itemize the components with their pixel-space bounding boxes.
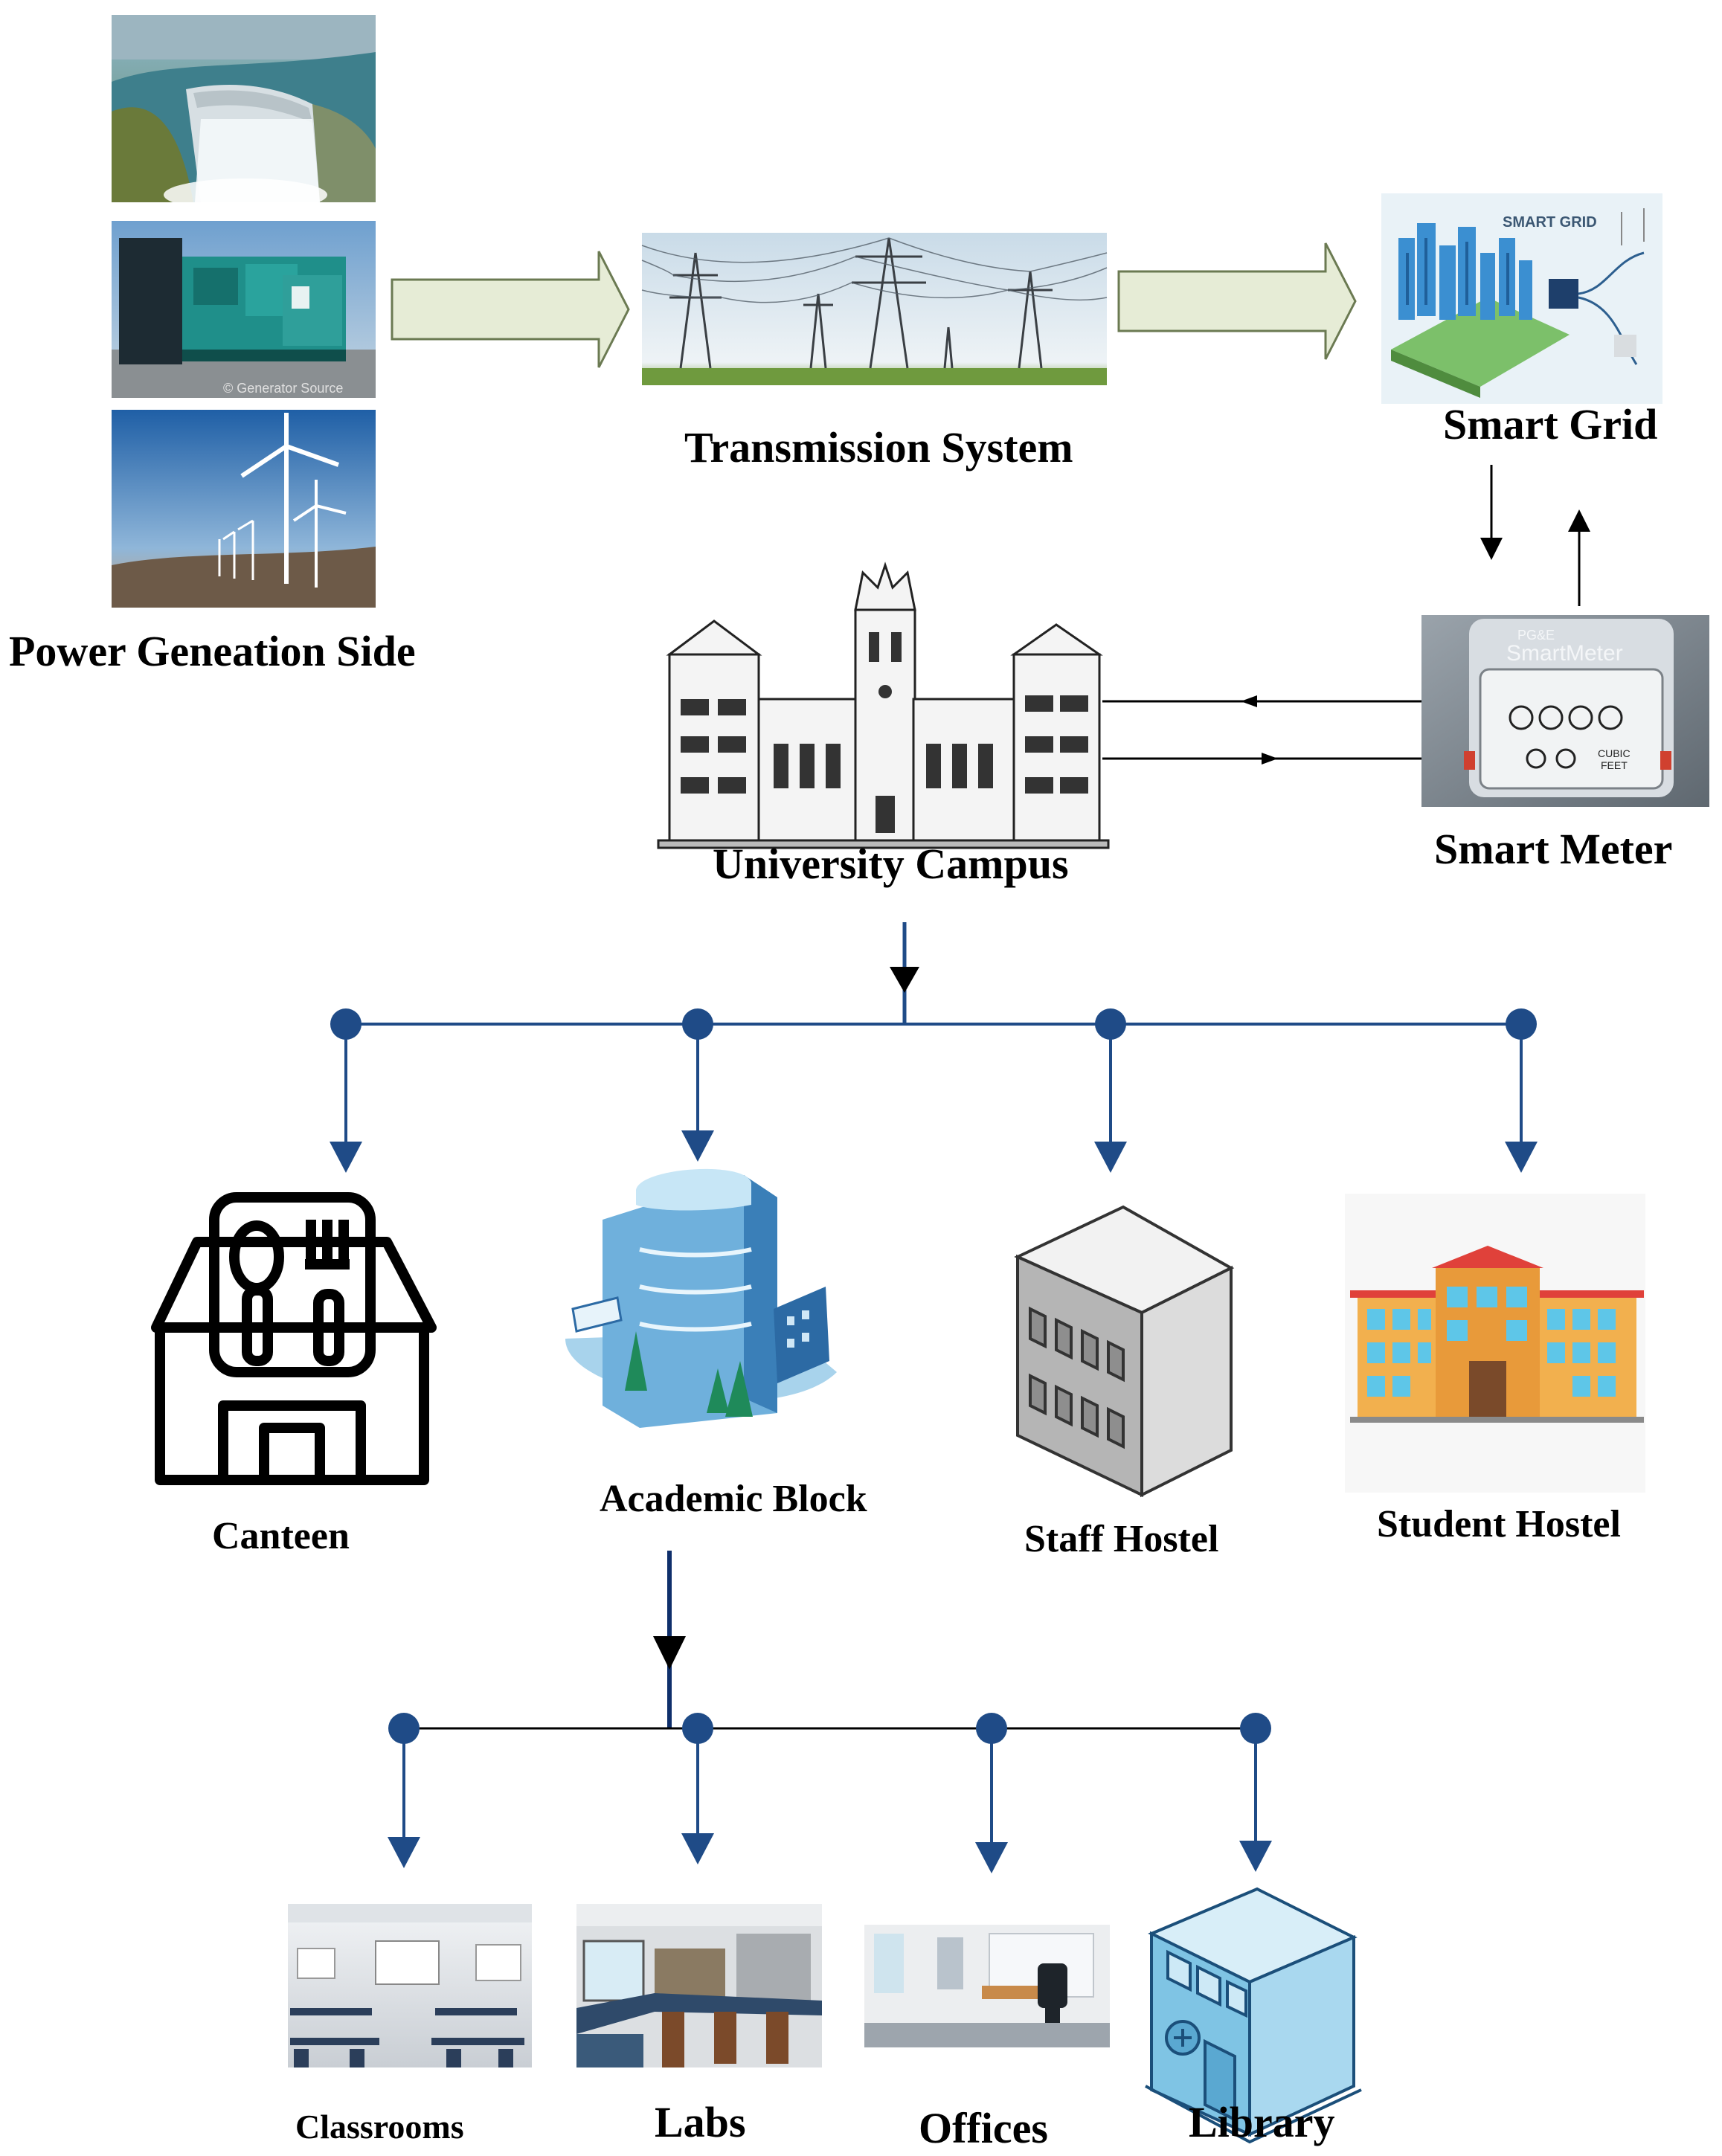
transmission-lines-image <box>641 233 1108 385</box>
labs-label: Labs <box>655 2098 746 2146</box>
smart-grid-label: Smart Grid <box>1443 400 1658 448</box>
meter-model: SmartMeter <box>1506 641 1623 666</box>
library-icon <box>1145 1887 1362 2144</box>
academic-block-label: Academic Block <box>600 1478 867 1520</box>
staff-hostel-icon <box>1014 1205 1235 1498</box>
canteen-icon <box>151 1192 437 1485</box>
campus-to-meter-arrowhead <box>1262 753 1278 765</box>
university-campus-label: University Campus <box>713 840 1069 888</box>
wind-turbine-image <box>112 410 376 608</box>
smart-grid-caption: SMART GRID <box>1503 214 1597 231</box>
academic-feeder-arrowhead <box>653 1636 686 1670</box>
library-label: Library <box>1189 2098 1335 2146</box>
power-generation-label: Power Geneation Side <box>9 627 416 675</box>
arrow-transmission-to-grid <box>1117 242 1357 360</box>
smart-meter-image: PG&E SmartMeter CUBIC FEET <box>1421 615 1709 807</box>
smart-grid-image: SMART GRID <box>1381 193 1662 404</box>
arrow-generation-to-transmission <box>391 251 630 368</box>
student-hostel-icon <box>1345 1194 1645 1493</box>
campus-feeder-arrowhead <box>890 967 919 993</box>
meter-brand: PG&E <box>1517 628 1555 643</box>
offices-label: Offices <box>919 2104 1048 2152</box>
labs-image <box>576 1904 822 2067</box>
meter-feet: FEET <box>1601 759 1628 771</box>
hydro-dam-image <box>112 15 376 211</box>
university-campus-image <box>657 561 1110 849</box>
classrooms-image <box>288 1904 532 2067</box>
smart-meter-label: Smart Meter <box>1434 825 1673 873</box>
generator-image: © Generator Source <box>112 221 376 398</box>
transmission-system-label: Transmission System <box>684 423 1073 472</box>
academic-block-icon <box>565 1168 837 1428</box>
meter-to-campus-arrowhead <box>1241 695 1257 707</box>
academic-branch-arrows <box>388 1728 1272 1873</box>
canteen-label: Canteen <box>212 1515 350 1557</box>
offices-image <box>864 1925 1110 2047</box>
campus-branch-arrows <box>330 1024 1538 1173</box>
staff-hostel-label: Staff Hostel <box>1024 1518 1219 1560</box>
generator-watermark: © Generator Source <box>223 381 343 396</box>
meter-cubic: CUBIC <box>1598 747 1631 759</box>
classrooms-label: Classrooms <box>295 2108 464 2146</box>
student-hostel-label: Student Hostel <box>1377 1503 1621 1545</box>
